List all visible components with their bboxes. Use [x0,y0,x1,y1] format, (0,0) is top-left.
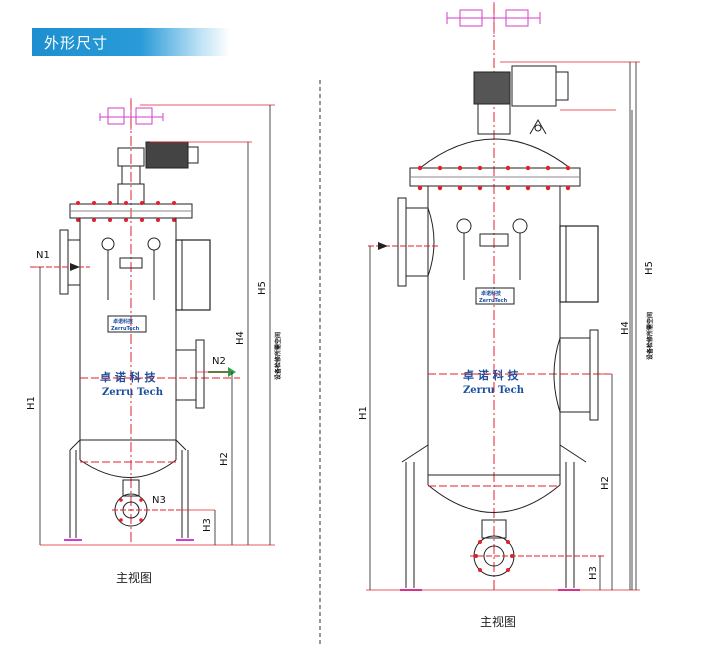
left-outlet-flange [195,339,205,409]
left-gauge-1 [101,237,115,251]
left-flange-bolts [76,201,176,222]
right-differential-switch [479,233,509,247]
right-drain-pipe [481,519,507,539]
right-outlet-pipe [553,337,591,413]
left-gauge-2 [147,237,161,251]
left-inlet-pipe [68,239,81,286]
left-brand-cn: 卓 诺 科 技 [100,370,156,384]
right-h3-label: H3 [588,566,599,580]
right-h5-label: H5 [644,261,655,275]
left-nameplate-en: ZerruTech [111,326,140,332]
left-n1-label: N1 [36,250,50,261]
left-front-view: N1 卓诺科技 ZerruTech 卓 诺 科 技 Zerru Tech N2 [26,98,282,585]
right-h1-label: H1 [358,406,369,420]
right-gauge-2 [512,218,528,234]
left-motor-cap [187,146,199,164]
section-header: 外形尺寸 [32,28,230,56]
left-control-box [175,239,211,311]
right-brand-cn: 卓 诺 科 技 [463,368,519,382]
right-shaft-housing [477,103,511,135]
right-motor-cap [555,71,569,101]
right-top-head [419,138,571,169]
right-lifting-lug [529,118,547,135]
right-front-view: 卓诺科技 ZerruTech 卓 诺 科 技 Zerru Tech [358,2,655,629]
right-gauge-1 [456,218,472,234]
right-gearbox [473,71,511,105]
right-h4-label: H4 [620,321,631,335]
left-outlet-pipe [176,349,197,401]
left-h2-label: H2 [219,452,230,466]
left-inlet-flange [59,229,69,295]
left-differential-switch [119,257,143,269]
left-drain-pipe [122,479,140,497]
left-n3-label: N3 [152,495,166,506]
left-vessel-body [79,218,177,441]
right-motor [511,65,557,107]
right-brand-en: Zerru Tech [463,385,525,396]
right-inlet-pipe [406,207,435,277]
right-vessel-body [427,186,561,476]
section-title: 外形尺寸 [44,34,109,52]
left-service-note: 设备检修所需空间 [274,332,282,380]
left-motor [145,141,189,169]
right-service-note: 设备检修所需空间 [646,312,654,360]
left-n2-label: N2 [212,356,226,367]
right-bottom-head [427,484,561,513]
left-h5-label: H5 [257,281,268,295]
left-bottom-head [79,459,177,478]
right-flange-bolts [417,165,571,191]
right-nameplate-en: ZerruTech [479,298,508,304]
right-h2-label: H2 [600,476,611,490]
left-nameplate [107,315,147,333]
right-inlet-flange [397,197,407,287]
left-nameplate-cn: 卓诺科技 [113,318,134,325]
left-h3-label: H3 [202,518,213,532]
left-h4-label: H4 [235,331,246,345]
left-caption: 主视图 [116,570,152,585]
right-nameplate [475,287,515,305]
right-nameplate-cn: 卓诺科技 [481,290,502,297]
left-inlet-arrow [70,263,80,271]
left-brand-en: Zerru Tech [102,387,164,398]
right-inlet-arrow [378,242,388,250]
right-caption: 主视图 [480,614,516,629]
right-outlet-flange [589,329,599,421]
right-control-box [559,225,599,303]
left-h1-label: H1 [26,396,37,410]
